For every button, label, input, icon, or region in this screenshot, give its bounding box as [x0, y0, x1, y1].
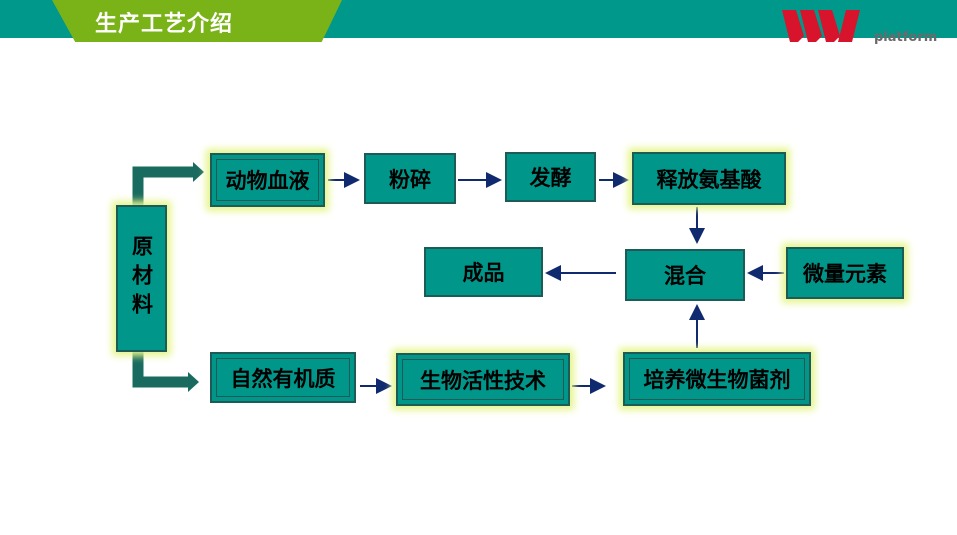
product-box: 成品	[424, 247, 543, 297]
animal-blood-box: 动物血液	[210, 153, 325, 207]
branch-arrowhead-top	[193, 162, 204, 182]
raw-material-box: 原材料	[116, 205, 167, 352]
title-tab	[52, 0, 342, 42]
slide-title: 生产工艺介绍	[95, 12, 234, 37]
microbe-culture-box: 培养微生物菌剂	[623, 352, 811, 406]
branch-connector-top	[132, 166, 195, 205]
branch-arrowhead-bottom	[188, 372, 199, 392]
mixing-box: 混合	[625, 249, 745, 301]
trace-elements-box: 微量元素	[786, 247, 904, 299]
logo-text: platform	[874, 30, 938, 45]
crushing-box: 粉碎	[364, 153, 456, 204]
brand-logo: WI	[782, 10, 860, 42]
fermentation-box: 发酵	[505, 152, 596, 202]
bio-activity-box: 生物活性技术	[396, 353, 570, 406]
branch-connector-bottom	[132, 352, 190, 388]
natural-organic-box: 自然有机质	[210, 352, 356, 403]
amino-release-box: 释放氨基酸	[632, 152, 786, 205]
